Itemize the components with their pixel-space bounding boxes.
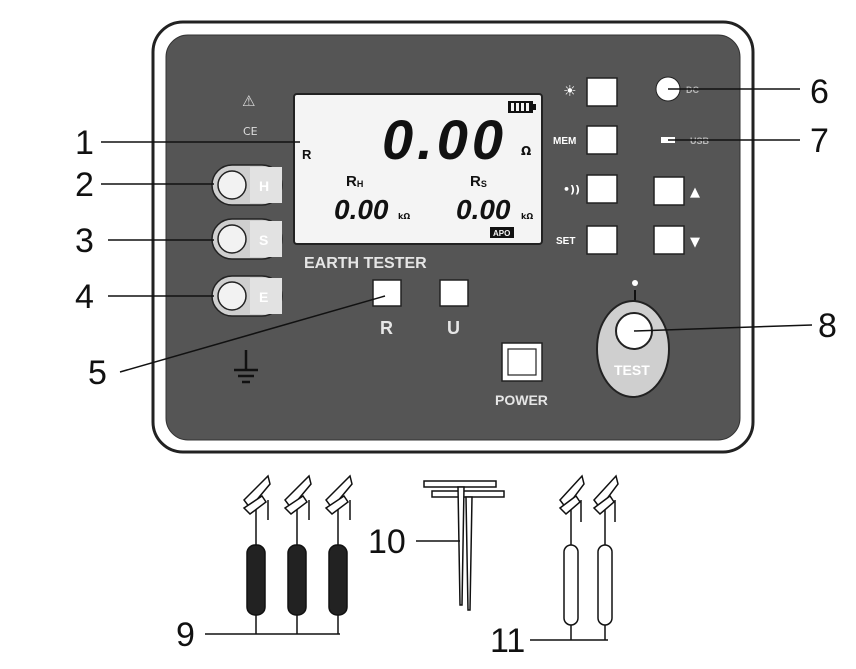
u-mode-button[interactable] bbox=[439, 279, 469, 307]
callout-7: 7 bbox=[810, 122, 829, 160]
callout-11: 11 bbox=[490, 622, 525, 660]
callout-8: 8 bbox=[818, 307, 837, 345]
test-label: TEST bbox=[614, 362, 650, 378]
test-lead bbox=[558, 474, 585, 626]
terminal-h-label: H bbox=[259, 178, 269, 194]
test-indicator-dot bbox=[632, 280, 638, 286]
test-lead bbox=[324, 474, 353, 616]
test-lead bbox=[242, 474, 271, 616]
set-label: SET bbox=[556, 236, 575, 247]
lcd-apo-badge-bg bbox=[490, 227, 514, 238]
terminal-e-label: E bbox=[259, 289, 268, 305]
power-button[interactable] bbox=[501, 342, 543, 382]
backlight-button[interactable] bbox=[586, 77, 618, 107]
brand-label: EARTH TESTER bbox=[304, 255, 427, 272]
arrow-up-icon: ▲ bbox=[690, 185, 700, 200]
lcd-mode-indicator: R bbox=[302, 147, 312, 162]
test-lead bbox=[283, 474, 312, 616]
set-button[interactable] bbox=[586, 225, 618, 255]
down-button[interactable] bbox=[653, 225, 685, 255]
terminal-s[interactable]: S bbox=[211, 218, 283, 260]
lcd-rh-label: RH bbox=[346, 173, 363, 190]
r-mode-label: R bbox=[380, 318, 393, 338]
mem-label: MEM bbox=[553, 136, 576, 147]
lcd-rh-unit: kΩ bbox=[398, 212, 410, 221]
backlight-icon: ☀ bbox=[563, 82, 576, 100]
r-mode-button[interactable] bbox=[372, 279, 402, 307]
buzzer-button[interactable] bbox=[586, 174, 618, 204]
lcd-rs-label: RS bbox=[470, 173, 487, 190]
test-lead-set-3 bbox=[205, 474, 353, 635]
lcd-display: R 0.00 Ω RH 0.00 kΩ RS 0.00 kΩ APO bbox=[293, 93, 543, 245]
lcd-apo-badge: APO bbox=[493, 229, 510, 238]
callout-6: 6 bbox=[810, 73, 829, 111]
leader-lines bbox=[101, 88, 813, 373]
terminal-h[interactable]: H bbox=[211, 164, 283, 206]
lcd-rs-value: 0.00 bbox=[456, 194, 511, 225]
ce-mark: CE bbox=[243, 125, 258, 138]
test-lead bbox=[592, 474, 619, 626]
callout-2: 2 bbox=[75, 166, 94, 204]
callout-3: 3 bbox=[75, 222, 94, 260]
terminal-e[interactable]: E bbox=[211, 275, 283, 317]
arrow-down-icon: ▼ bbox=[690, 235, 700, 250]
u-mode-label: U bbox=[447, 318, 460, 338]
test-button[interactable]: TEST bbox=[596, 300, 670, 398]
power-label: POWER bbox=[495, 392, 548, 408]
callout-4: 4 bbox=[75, 278, 94, 316]
mem-button[interactable] bbox=[586, 125, 618, 155]
buzzer-icon: •)) bbox=[563, 183, 580, 196]
dc-label: DC bbox=[686, 85, 699, 95]
lcd-rh-value: 0.00 bbox=[334, 194, 389, 225]
lcd-main-value: 0.00 bbox=[382, 108, 507, 171]
warning-icon: ⚠ bbox=[242, 92, 255, 110]
callout-5: 5 bbox=[88, 354, 107, 392]
callout-10: 10 bbox=[368, 523, 406, 561]
up-button[interactable] bbox=[653, 176, 685, 206]
callout-9: 9 bbox=[176, 616, 195, 654]
usb-label: USB bbox=[690, 136, 710, 146]
test-lead-set-2 bbox=[530, 474, 619, 641]
lcd-rs-unit: kΩ bbox=[521, 212, 533, 221]
earth-spikes bbox=[423, 480, 505, 611]
ground-icon bbox=[234, 350, 258, 384]
battery-icon bbox=[508, 101, 536, 113]
callout-1: 1 bbox=[75, 124, 94, 162]
lcd-main-unit: Ω bbox=[521, 144, 531, 158]
terminal-s-label: S bbox=[259, 232, 268, 248]
